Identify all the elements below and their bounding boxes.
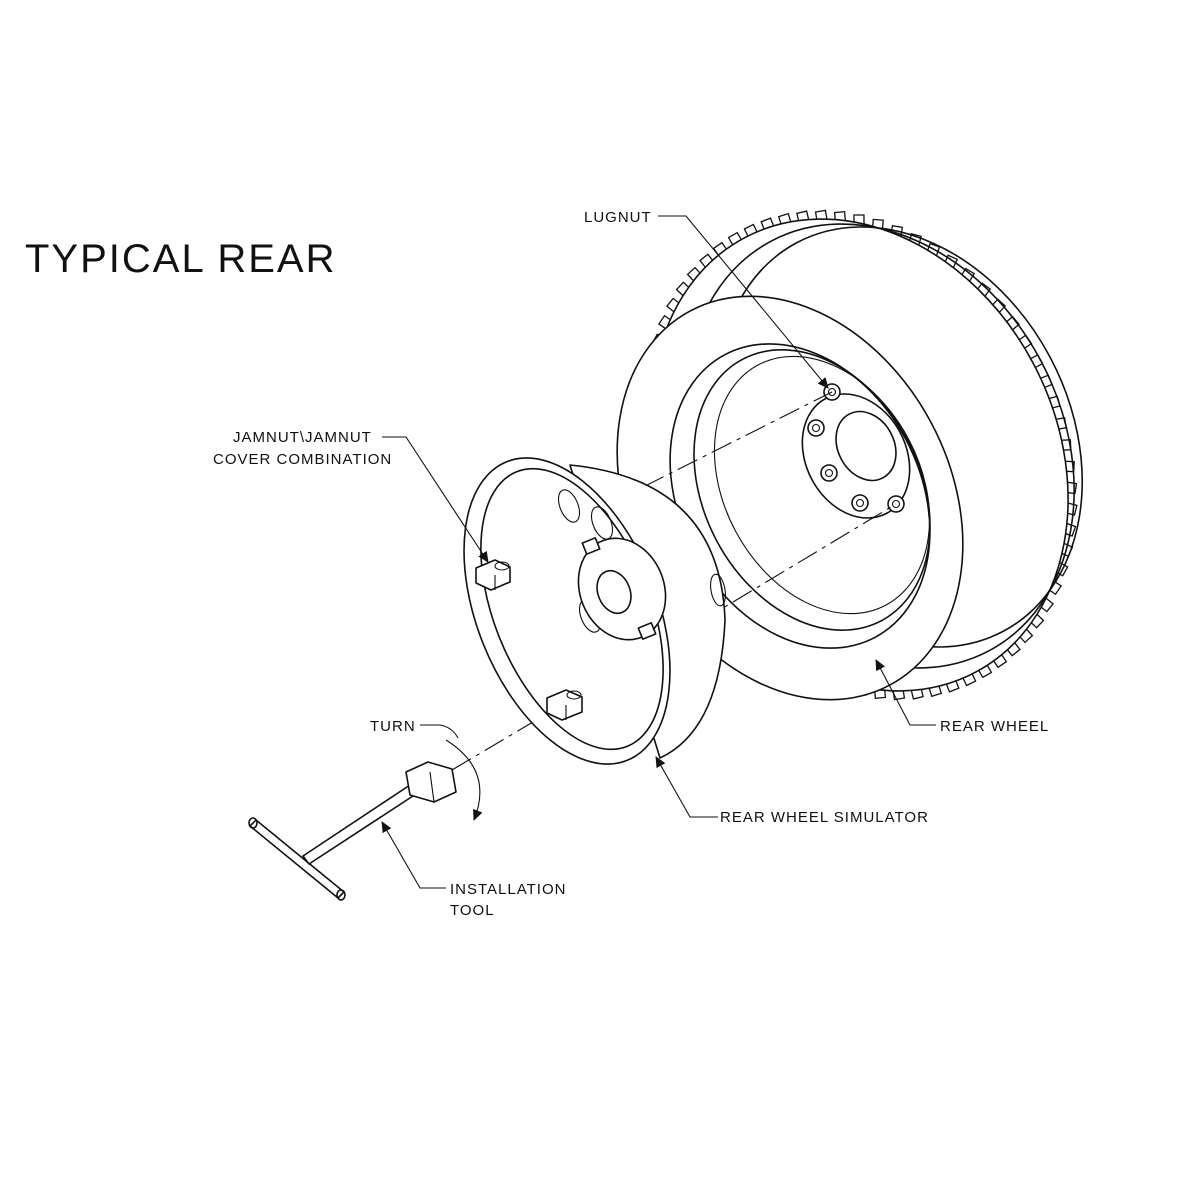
label-lugnut: LUGNUT	[584, 209, 652, 226]
lugnut-leader	[658, 215, 829, 389]
turn-arrow	[445, 739, 483, 821]
label-installation-line1: INSTALLATION	[450, 881, 566, 898]
tool-t-handle-end	[336, 889, 346, 901]
rear-wheel-simulator-leader	[655, 756, 718, 818]
hub-lug	[637, 622, 657, 640]
label-rear-wheel-simulator: REAR WHEEL SIMULATOR	[720, 809, 929, 826]
installation-tool	[248, 761, 457, 901]
rear-wheel-simulator	[463, 457, 726, 765]
label-rear-wheel: REAR WHEEL	[940, 718, 1049, 735]
rim-inner	[693, 349, 931, 631]
centerline-middle	[569, 503, 897, 701]
tool-socket-edge	[429, 771, 435, 803]
installation-tool-leader	[381, 821, 446, 889]
lugnut	[851, 494, 869, 512]
label-jamnut-line1: JAMNUT\JAMNUT	[233, 429, 372, 446]
jamnut-leader	[382, 436, 489, 563]
diagram-title: TYPICAL REAR	[25, 237, 336, 281]
vent-hole	[557, 489, 581, 523]
hub-center	[835, 410, 897, 482]
vent-hole	[710, 573, 726, 607]
jamnut	[475, 559, 511, 591]
rear-wheel-leader	[875, 659, 936, 726]
simulator-hub-bore	[596, 569, 632, 615]
label-jamnut-line2: COVER COMBINATION	[213, 451, 392, 468]
tool-t-handle-end	[248, 817, 258, 829]
hub-plate	[801, 393, 911, 519]
label-turn: TURN	[370, 718, 416, 735]
centerline-upper	[507, 391, 833, 556]
lugnut	[820, 464, 838, 482]
label-installation-line2: TOOL	[450, 902, 495, 919]
turn-leader	[420, 724, 459, 739]
jamnut	[546, 689, 583, 721]
rim-well	[713, 355, 931, 615]
lugnut	[807, 419, 825, 437]
rear-wheel	[616, 209, 1084, 701]
hub-lug	[581, 537, 601, 555]
tool-t-handle	[249, 819, 345, 899]
